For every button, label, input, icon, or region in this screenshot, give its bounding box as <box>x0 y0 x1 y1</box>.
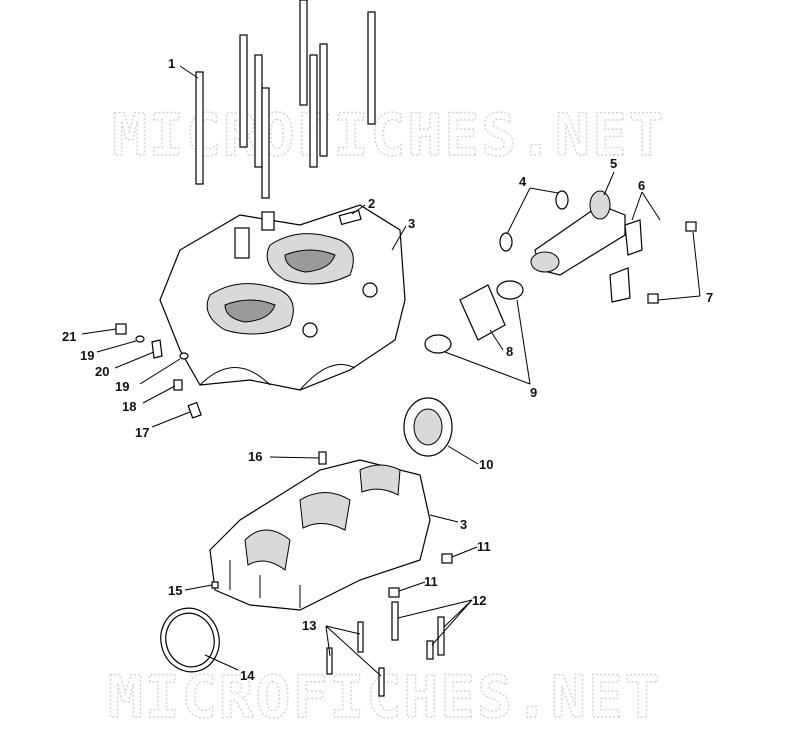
stud <box>367 11 376 125</box>
pin <box>211 581 219 589</box>
stud <box>195 71 204 185</box>
washer <box>135 335 145 343</box>
stud-group <box>195 0 376 199</box>
stud <box>254 54 263 168</box>
hose-assembly <box>424 190 697 354</box>
callout-11-right: 11 <box>477 539 491 554</box>
callout-13: 13 <box>302 618 316 633</box>
callout-10: 10 <box>479 457 493 472</box>
oil-seal <box>403 397 453 457</box>
o-ring <box>555 190 569 210</box>
short-bolts <box>326 621 385 697</box>
hose-clamp <box>496 280 524 300</box>
plug <box>388 587 400 598</box>
callout-19-upper: 19 <box>80 348 94 363</box>
seal-ring <box>160 607 220 673</box>
callout-5: 5 <box>610 156 617 171</box>
plug <box>173 379 183 391</box>
callout-7: 7 <box>706 290 713 305</box>
callout-14: 14 <box>240 668 255 683</box>
dowel-pin <box>338 209 362 226</box>
stud <box>299 0 308 106</box>
callout-15: 15 <box>168 583 182 598</box>
callout-11-left: 11 <box>424 574 438 589</box>
watermark-top: MICROFICHES.NET <box>112 101 666 169</box>
o-ring <box>499 232 513 252</box>
bracket <box>609 267 631 303</box>
callout-1: 1 <box>168 56 175 71</box>
callout-18: 18 <box>122 399 136 414</box>
washer <box>179 352 189 360</box>
pin <box>187 401 202 419</box>
small-fittings <box>115 323 202 419</box>
callout-19-lower: 19 <box>115 379 129 394</box>
callout-labels: 1 2 3 4 5 6 7 8 9 10 11 11 12 13 14 15 1… <box>62 56 713 683</box>
watermark-bottom: MICROFICHES.NET <box>108 663 662 731</box>
plug <box>441 553 453 564</box>
callout-8: 8 <box>506 344 513 359</box>
long-bolts <box>391 601 445 660</box>
fitting <box>151 339 163 359</box>
dowel-pin <box>318 451 327 465</box>
bolt-head <box>115 323 127 335</box>
stud <box>261 87 270 199</box>
bracket <box>624 219 643 256</box>
callout-3-lower: 3 <box>460 517 467 532</box>
leader-lines <box>81 65 701 677</box>
lower-crankcase <box>209 459 431 611</box>
callout-6: 6 <box>638 178 645 193</box>
callout-3-upper: 3 <box>408 216 415 231</box>
hose-clamp <box>424 334 452 354</box>
callout-17: 17 <box>135 425 149 440</box>
upper-crankcase <box>159 204 406 391</box>
callout-21: 21 <box>62 329 76 344</box>
callout-12: 12 <box>472 593 486 608</box>
hose-sleeve <box>459 284 506 341</box>
stud <box>319 43 328 157</box>
stud <box>239 34 248 148</box>
callout-16: 16 <box>248 449 262 464</box>
callout-4: 4 <box>519 174 527 189</box>
screw <box>685 221 697 232</box>
callout-9: 9 <box>530 385 537 400</box>
callout-2: 2 <box>368 196 375 211</box>
callout-20: 20 <box>95 364 109 379</box>
screw <box>647 293 659 304</box>
stud <box>309 54 318 168</box>
